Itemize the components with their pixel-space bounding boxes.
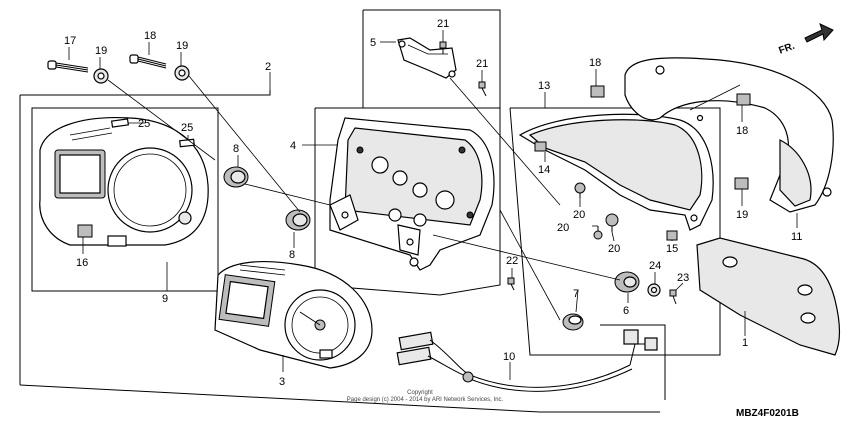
callout-21a: 21: [437, 18, 449, 30]
callout-labels: 17 19 18 19 2 5 21 21 4 8 8 9 16 25 25 3…: [64, 18, 802, 388]
part-7-rubber: [562, 313, 584, 331]
assembly-box-meter: [31, 107, 219, 292]
callout-8a: 8: [233, 143, 239, 155]
callout-19b: 19: [176, 40, 188, 52]
callout-17a: 17: [64, 35, 76, 47]
callout-15: 15: [666, 243, 678, 255]
callout-16: 16: [76, 257, 88, 269]
part-10-wire-harness: [396, 329, 658, 392]
assembly-box-main: [19, 90, 660, 413]
part-6-grommet: [614, 271, 640, 293]
callout-20b: 20: [557, 222, 569, 234]
callout-11: 11: [791, 231, 802, 243]
part-8-grommet-upper: [223, 166, 249, 188]
callout-7: 7: [573, 288, 579, 300]
front-direction-label: FR.: [777, 41, 796, 57]
part-9-meter-cover: [39, 116, 209, 247]
part-14-clip: [534, 141, 547, 152]
part-13-visor-cover: [518, 113, 714, 231]
part-21-screw-lower: [478, 81, 487, 97]
callout-20a: 20: [573, 209, 585, 221]
callout-25b: 25: [181, 122, 193, 134]
callout-4: 4: [290, 140, 296, 152]
part-20-screw-a: [574, 182, 586, 198]
callout-14: 14: [538, 164, 550, 176]
assembly-box-case: [314, 107, 501, 296]
part-1-panel: [696, 237, 841, 356]
callout-24: 24: [649, 260, 661, 272]
callout-18a: 18: [589, 57, 601, 69]
part-4-meter-case: [329, 117, 495, 271]
part-18-clip-mid: [736, 93, 751, 106]
part-19-washer-right: [174, 65, 190, 81]
part-11-cowl: [624, 57, 834, 213]
callout-8b: 8: [289, 249, 295, 261]
part-8-grommet-lower: [285, 209, 311, 231]
callout-13: 13: [538, 80, 550, 92]
callout-22: 22: [506, 255, 518, 267]
callout-20c: 20: [608, 243, 620, 255]
part-22-screw: [507, 277, 515, 291]
callout-2: 2: [265, 61, 271, 73]
copyright-line-2: Page design (c) 2004 - 2014 by ARI Netwo…: [347, 397, 504, 403]
part-17-bolt-left: [47, 60, 89, 73]
leader-lines: [68, 30, 798, 380]
callout-23: 23: [677, 272, 689, 284]
part-3-meter-assembly: [214, 261, 373, 369]
callout-21b: 21: [476, 58, 488, 70]
assembly-box-harness: [600, 324, 666, 400]
part-5-bracket: [397, 37, 457, 79]
part-19-washer-left: [93, 68, 109, 84]
part-23-screw: [669, 289, 677, 305]
part-20-screw-b: [593, 226, 603, 240]
callout-10: 10: [503, 351, 515, 363]
part-20-screw-c: [605, 213, 619, 232]
front-direction-arrow: [804, 23, 834, 43]
copyright-line-1: Copyright: [407, 390, 433, 396]
part-15-clip: [666, 230, 678, 241]
callout-18c: 19: [736, 209, 748, 221]
callout-5: 5: [370, 37, 376, 49]
callout-18b: 18: [736, 125, 748, 137]
diagram-code: MBZ4F0201B: [736, 408, 799, 419]
part-24-washer: [647, 283, 661, 297]
callout-9: 9: [162, 293, 168, 305]
callout-25a: 25: [138, 118, 150, 130]
assembly-box-bracket: [362, 9, 501, 108]
callout-17b: 18: [144, 30, 156, 42]
part-17-bolt-right: [129, 54, 167, 69]
callout-1: 1: [742, 337, 748, 349]
part-18-clip-top: [590, 85, 605, 98]
part-18-clip-low: [734, 177, 749, 190]
callout-19a: 19: [95, 45, 107, 57]
callout-6: 6: [623, 305, 629, 317]
callout-3: 3: [279, 376, 285, 388]
